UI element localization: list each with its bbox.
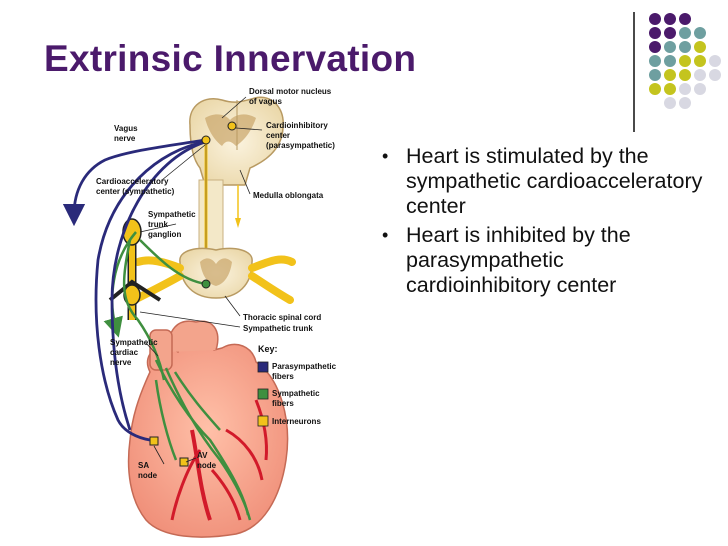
label-dorsal-motor-2: of vagus: [249, 97, 282, 106]
decor-dot: [664, 97, 676, 109]
label-cardioinhibitory-3: (parasympathetic): [266, 141, 335, 150]
key-title: Key:: [258, 344, 278, 354]
bullet-item: • Heart is inhibited by the parasympathe…: [382, 223, 712, 298]
label-trunk-ganglion-1: Sympathetic: [148, 210, 196, 219]
decor-dot: [664, 83, 676, 95]
label-cardiac-nerve-1: Sympathetic: [110, 338, 158, 347]
bullet-list: • Heart is stimulated by the sympathetic…: [382, 144, 712, 302]
key-label-parasympathetic-2: fibers: [272, 372, 294, 381]
bullet-item: • Heart is stimulated by the sympathetic…: [382, 144, 712, 219]
label-dorsal-motor-1: Dorsal motor nucleus: [249, 87, 332, 96]
thoracic-spinal-cord: [130, 247, 296, 304]
key-label-sympathetic-1: Sympathetic: [272, 389, 320, 398]
label-sa-node-1: SA: [138, 461, 149, 470]
label-cardioinhibitory-1: Cardioinhibitory: [266, 121, 328, 130]
sympathetic-fibers: [103, 231, 252, 521]
decor-dot: [709, 55, 721, 67]
label-av-node-1: AV: [197, 451, 208, 460]
key-swatch-sympathetic: [257, 388, 269, 400]
decor-dot: [664, 13, 676, 25]
decor-dot: [679, 97, 691, 109]
key-swatch-interneurons: [257, 415, 269, 427]
decor-dot: [679, 55, 691, 67]
decor-dot: [679, 41, 691, 53]
parasympathetic-fibers: [62, 138, 206, 442]
key-label-parasympathetic-1: Parasympathetic: [272, 362, 337, 371]
label-cardioinhibitory-2: center: [266, 131, 290, 140]
decor-dot: [649, 83, 661, 95]
decor-dot: [679, 83, 691, 95]
decor-dot: [679, 27, 691, 39]
decor-dot: [664, 55, 676, 67]
decor-dot: [649, 69, 661, 81]
decor-dot: [664, 69, 676, 81]
label-sa-node-2: node: [138, 471, 158, 480]
key-label-interneurons: Interneurons: [272, 417, 321, 426]
decor-dot: [649, 13, 661, 25]
label-cardiac-nerve-3: nerve: [110, 358, 132, 367]
bullet-glyph: •: [382, 146, 389, 166]
label-vagus-2: nerve: [114, 134, 136, 143]
decor-dot: [649, 27, 661, 39]
key-swatch-parasympathetic: [257, 361, 269, 373]
decor-dot: [679, 13, 691, 25]
decor-dot: [649, 55, 661, 67]
decor-dot: [679, 69, 691, 81]
label-cardioaccel-2: center (sympathetic): [96, 187, 175, 196]
label-medulla: Medulla oblongata: [253, 191, 324, 200]
label-cardioaccel-1: Cardioacceleratory: [96, 177, 169, 186]
decor-dot: [664, 27, 676, 39]
decor-vertical-line: [633, 12, 635, 132]
label-trunk-ganglion-3: ganglion: [148, 230, 181, 239]
key-label-sympathetic-2: fibers: [272, 399, 294, 408]
cardiac-innervation-diagram: Dorsal motor nucleus of vagus Vagus nerv…: [62, 87, 337, 538]
decor-dot: [649, 41, 661, 53]
decor-dot: [694, 55, 706, 67]
decor-dot: [694, 27, 706, 39]
label-cardiac-nerve-2: cardiac: [110, 348, 139, 357]
decor-dot: [664, 41, 676, 53]
label-av-node-2: node: [197, 461, 217, 470]
decor-dot: [694, 41, 706, 53]
label-vagus-1: Vagus: [114, 124, 138, 133]
label-thoracic-cord: Thoracic spinal cord: [243, 313, 321, 322]
label-trunk-ganglion-2: trunk: [148, 220, 169, 229]
label-sympathetic-trunk: Sympathetic trunk: [243, 324, 313, 333]
bullet-glyph: •: [382, 225, 389, 245]
bullet-text: Heart is stimulated by the sympathetic c…: [406, 144, 703, 218]
decor-dot: [709, 69, 721, 81]
decor-dot: [694, 69, 706, 81]
bullet-text: Heart is inhibited by the parasympatheti…: [406, 223, 631, 297]
decor-dot: [694, 83, 706, 95]
sympathetic-trunk: [108, 218, 162, 320]
slide-title: Extrinsic Innervation: [44, 38, 417, 79]
diagram-key: Key: Parasympathetic fibers Sympathetic …: [257, 344, 337, 427]
